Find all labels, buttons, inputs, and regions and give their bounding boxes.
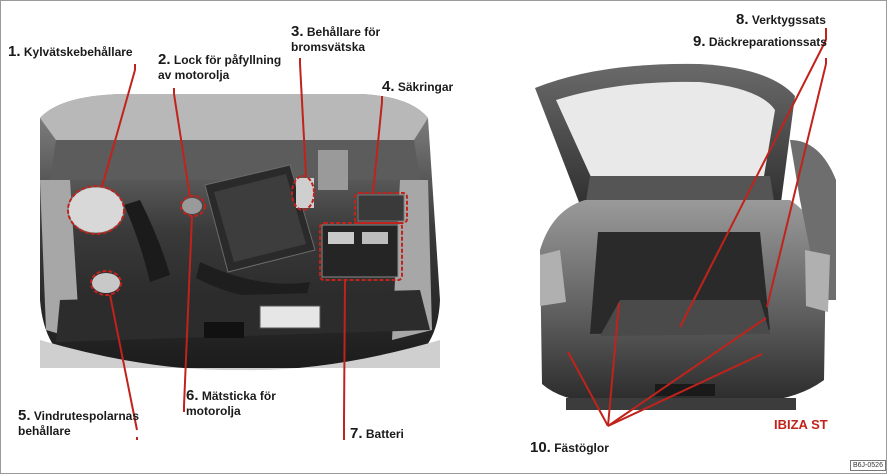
label-text: Vindrutespolarnas	[33, 409, 139, 423]
label-lashing-eyes: 10. Fästöglor	[530, 440, 609, 456]
label-battery: 7. Batteri	[350, 426, 404, 442]
label-number: 9.	[693, 33, 706, 50]
label-text-line2: behållare	[18, 424, 71, 438]
label-text: Fästöglor	[554, 441, 609, 455]
image-code: B6J-0526	[850, 460, 886, 471]
label-text: Däckreparationssats	[708, 35, 827, 49]
label-number: 1.	[8, 43, 21, 60]
label-oil-dipstick: 6. Mätsticka för motorolja	[186, 388, 276, 419]
label-text: Säkringar	[397, 80, 454, 94]
label-number: 10.	[530, 439, 551, 456]
label-text: Mätsticka för	[201, 389, 276, 403]
car-rear-picture	[535, 63, 836, 410]
label-text: Kylvätskebehållare	[23, 45, 133, 59]
label-text-line2: av motorolja	[158, 68, 230, 82]
engine-bay-picture	[40, 94, 440, 371]
label-number: 6.	[186, 387, 199, 404]
label-brake-fluid-reservoir: 3. Behållare för bromsvätska	[291, 24, 380, 55]
label-text: Lock för påfyllning	[173, 53, 282, 67]
label-text: Behållare för	[306, 25, 381, 39]
label-number: 5.	[18, 407, 31, 424]
label-number: 3.	[291, 23, 304, 40]
label-washer-reservoir: 5. Vindrutespolarnas behållare	[18, 408, 139, 439]
label-number: 4.	[382, 78, 395, 95]
label-text-line2: motorolja	[186, 404, 241, 418]
label-number: 8.	[736, 11, 749, 28]
label-text-line2: bromsvätska	[291, 40, 366, 54]
label-text: Verktygssats	[751, 13, 826, 27]
label-tool-kit: 8. Verktygssats	[736, 12, 826, 28]
label-tyre-repair-kit: 9. Däckreparationssats	[693, 34, 827, 50]
label-fuses: 4. Säkringar	[382, 79, 453, 95]
label-oil-filler-cap: 2. Lock för påfyllning av motorolja	[158, 52, 281, 83]
label-coolant-reservoir: 1. Kylvätskebehållare	[8, 44, 133, 60]
leader-lines	[101, 28, 827, 440]
label-number: 2.	[158, 51, 171, 68]
car-model-name: IBIZA ST	[774, 417, 828, 432]
label-number: 7.	[350, 425, 363, 442]
label-text: Batteri	[365, 427, 404, 441]
